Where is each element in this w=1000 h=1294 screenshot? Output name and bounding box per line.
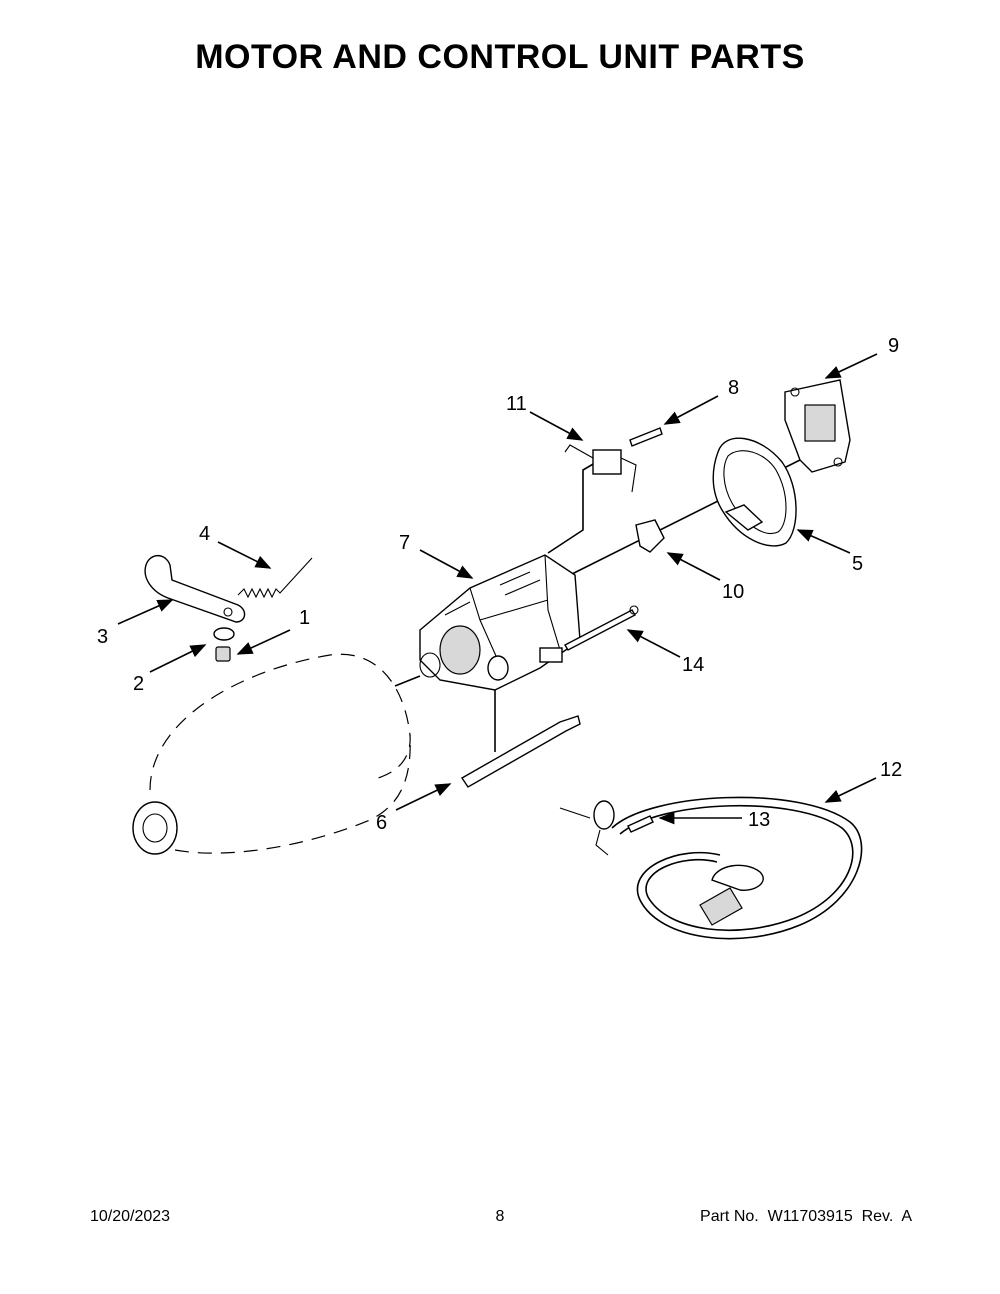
callout-2: 2: [133, 673, 144, 695]
motor-part: [419, 554, 581, 691]
arrow-11: [529, 411, 584, 441]
arrow-6: [395, 783, 452, 811]
strap-part: [461, 715, 581, 788]
callout-8: 8: [728, 377, 739, 399]
arrow-12: [824, 777, 877, 803]
link-bracket-part: [144, 554, 246, 623]
capacitor-part: [564, 444, 637, 493]
callout-6: 6: [376, 812, 387, 834]
callout-14: 14: [682, 654, 704, 676]
callout-10: 10: [722, 581, 744, 603]
callout-labels: 1 2 3 4 5 6 7 8 9 10 11 12 13 14: [97, 335, 902, 834]
arrow-4: [217, 541, 272, 569]
mixer-housing-outline: [132, 653, 411, 855]
control-board-part: [784, 379, 851, 473]
arrow-2: [149, 644, 207, 673]
power-cord-part: [611, 796, 863, 940]
callout-1: 1: [299, 607, 310, 629]
callout-13: 13: [748, 809, 770, 831]
page-title: MOTOR AND CONTROL UNIT PARTS: [195, 38, 805, 76]
arrow-14: [626, 629, 681, 658]
washer-part: [213, 627, 235, 641]
arrow-7: [419, 549, 474, 579]
spring-part: [237, 557, 313, 599]
callout-11: 11: [506, 393, 527, 415]
callout-5: 5: [852, 553, 863, 575]
arrow-8: [663, 395, 719, 425]
arrow-9: [824, 353, 878, 379]
long-bolt-part: [564, 605, 639, 651]
callout-7: 7: [399, 532, 410, 554]
arrow-1: [236, 629, 291, 655]
callout-4: 4: [199, 523, 210, 545]
callout-3: 3: [97, 626, 108, 648]
arrow-3: [117, 599, 174, 625]
callout-arrows: [117, 353, 878, 825]
callout-9: 9: [888, 335, 899, 357]
small-bracket-part: [635, 519, 665, 553]
screw-8-part: [629, 427, 663, 447]
footer-date: 10/20/2023: [90, 1208, 171, 1225]
arrow-10: [666, 552, 721, 581]
ring-bracket-part: [712, 437, 797, 547]
callout-12: 12: [880, 759, 902, 781]
arrow-5: [796, 529, 851, 554]
screw-part: [215, 646, 231, 662]
strain-relief-part: [559, 800, 654, 856]
footer-part-number: Part No. W11703915 Rev. A: [700, 1208, 912, 1225]
footer-page-number: 8: [495, 1208, 505, 1225]
